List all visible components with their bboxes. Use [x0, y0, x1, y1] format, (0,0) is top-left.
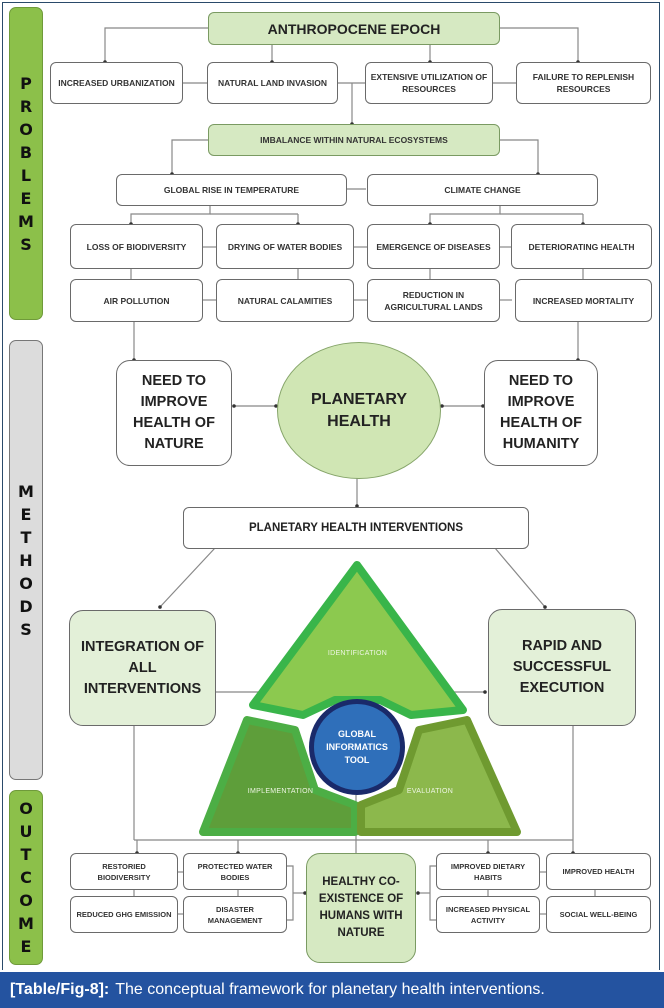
section-letter: M [18, 211, 34, 231]
node-improved-dietary-habits: IMPROVED DIETARY HABITS [436, 853, 540, 890]
section-letter: M [18, 914, 34, 933]
node-global-rise-temperature: GLOBAL RISE IN TEMPERATURE [116, 174, 347, 206]
node-reduced-ghg-emission: REDUCED GHG EMISSION [70, 896, 178, 933]
node-natural-land-invasion: NATURAL LAND INVASION [207, 62, 338, 104]
node-integration-of-interventions: INTEGRATION OF ALL INTERVENTIONS [69, 610, 216, 726]
node-disaster-management: DISASTER MANAGEMENT [183, 896, 287, 933]
node-social-well-being: SOCIAL WELL-BEING [546, 896, 651, 933]
label-identification: IDENTIFICATION [327, 650, 388, 657]
section-letter: S [20, 619, 32, 639]
section-letter: S [20, 234, 32, 254]
section-letter: L [20, 165, 32, 185]
node-increased-mortality: INCREASED MORTALITY [515, 279, 652, 322]
section-letter: E [20, 188, 32, 208]
node-anthropocene-epoch: ANTHROPOCENE EPOCH [208, 12, 500, 45]
node-deteriorating-health: DETERIORATING HEALTH [511, 224, 652, 269]
node-increased-physical-activity: INCREASED PHYSICAL ACTIVITY [436, 896, 540, 933]
triangle-implementation [199, 716, 359, 836]
node-protected-water-bodies: PROTECTED WATER BODIES [183, 853, 287, 890]
node-improved-health: IMPROVED HEALTH [546, 853, 651, 890]
node-air-pollution: AIR POLLUTION [70, 279, 203, 322]
section-letter: U [19, 822, 33, 841]
node-rapid-successful-execution: RAPID AND SUCCESSFUL EXECUTION [488, 609, 636, 726]
node-increased-urbanization: INCREASED URBANIZATION [50, 62, 183, 104]
node-need-health-humanity: NEED TO IMPROVE HEALTH OF HUMANITY [484, 360, 598, 466]
section-letter: H [19, 550, 33, 570]
node-healthy-coexistence: HEALTHY CO-EXISTENCE OF HUMANS WITH NATU… [306, 853, 416, 963]
section-letter: D [19, 596, 33, 616]
node-emergence-of-diseases: EMERGENCE OF DISEASES [367, 224, 500, 269]
section-letter: O [19, 573, 33, 593]
section-letter: T [20, 527, 32, 547]
section-letter: P [20, 73, 32, 93]
node-reduction-agricultural-lands: REDUCTION IN AGRICULTURAL LANDS [367, 279, 500, 322]
node-planetary-health-interventions: PLANETARY HEALTH INTERVENTIONS [183, 507, 529, 549]
node-imbalance-ecosystems: IMBALANCE WITHIN NATURAL ECOSYSTEMS [208, 124, 500, 156]
figure-caption: [Table/Fig-8]: The conceptual framework … [0, 972, 664, 1008]
section-letter: T [20, 845, 32, 864]
section-letter: O [19, 891, 33, 910]
section-letter: M [18, 481, 34, 501]
intervention-cycle-triangle [199, 561, 521, 836]
section-letter: O [19, 799, 33, 818]
section-letter: O [19, 119, 33, 139]
triangle-evaluation [357, 716, 521, 836]
node-need-health-nature: NEED TO IMPROVE HEALTH OF NATURE [116, 360, 232, 466]
label-evaluation: EVALUATION [406, 788, 454, 795]
caption-tag: [Table/Fig-8]: [10, 981, 110, 998]
node-climate-change: CLIMATE CHANGE [367, 174, 598, 206]
section-letter: B [19, 142, 33, 162]
label-implementation: IMPLEMENTATION [247, 788, 314, 795]
node-extensive-utilization: EXTENSIVE UTILIZATION OF RESOURCES [365, 62, 493, 104]
node-restored-biodiversity: RESTORIED BIODIVERSITY [70, 853, 178, 890]
section-letter: E [20, 504, 32, 524]
section-letter: C [20, 868, 32, 887]
node-natural-calamities: NATURAL CALAMITIES [216, 279, 354, 322]
node-global-informatics-tool: GLOBAL INFORMATICS TOOL [309, 699, 405, 795]
section-letter: R [19, 96, 33, 116]
node-drying-water-bodies: DRYING OF WATER BODIES [216, 224, 354, 269]
node-planetary-health: PLANETARY HEALTH [277, 342, 441, 479]
triangle-identification [249, 561, 467, 719]
caption-text: The conceptual framework for planetary h… [115, 981, 545, 998]
node-failure-to-replenish: FAILURE TO REPLENISH RESOURCES [516, 62, 651, 104]
section-letter: E [20, 937, 32, 956]
node-loss-of-biodiversity: LOSS OF BIODIVERSITY [70, 224, 203, 269]
